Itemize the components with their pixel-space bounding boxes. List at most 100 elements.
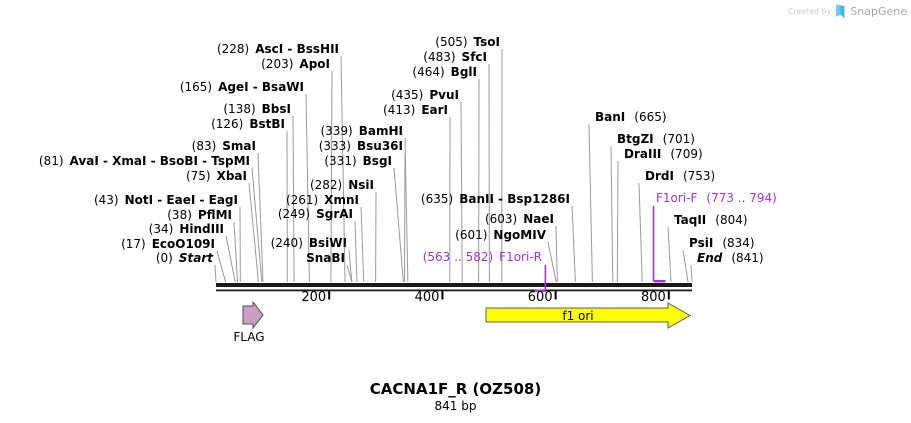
ruler-tick [441, 290, 444, 300]
site-name: Bsu36I [357, 139, 403, 153]
restriction-site-label[interactable]: (413) EarI [383, 103, 448, 117]
site-connector-line [638, 182, 643, 283]
f1-ori-feature-label[interactable]: f1 ori [562, 309, 594, 323]
site-connector-line [588, 123, 593, 283]
site-position: (249) [277, 207, 311, 221]
site-connector-line [348, 249, 353, 283]
construct-length: 841 bp [434, 399, 477, 413]
restriction-site-label[interactable]: (75)XbaI [186, 169, 247, 183]
site-position: (635) [420, 192, 454, 206]
f1-ori-feature-arrow[interactable] [485, 302, 692, 329]
site-position: (483) [423, 50, 456, 64]
restriction-site-label[interactable]: (282)NsiI [310, 178, 374, 192]
restriction-site-label[interactable]: (603)NaeI [485, 212, 554, 226]
site-connector-line [667, 226, 672, 283]
restriction-site-label[interactable]: (331) BsgI [324, 154, 392, 168]
restriction-site-label[interactable]: (435) PvuI [391, 88, 459, 102]
site-position: (709) [670, 147, 703, 161]
flag-feature-label[interactable]: FLAG [233, 330, 265, 344]
site-position: (331) [324, 154, 357, 168]
restriction-site-label[interactable]: (0) Start [156, 251, 213, 265]
site-position: (126) [211, 117, 244, 131]
site-position: (0) [155, 251, 173, 265]
restriction-site-label[interactable]: (126)BstBI [211, 117, 285, 131]
snapgene-logo-icon [836, 4, 845, 19]
restriction-site-label[interactable]: BtgZI(701) [617, 132, 695, 146]
restriction-site-label[interactable]: (203)ApoI [261, 57, 330, 71]
site-connector-line [251, 167, 263, 283]
site-position: (841) [731, 251, 764, 265]
site-name: SmaI [222, 139, 256, 153]
primer-label[interactable]: F1ori-F(773 .. 794) [656, 191, 777, 205]
site-connector-line [233, 221, 239, 283]
site-connector-line [360, 206, 365, 283]
site-name: XmnI [324, 193, 359, 207]
restriction-site-label[interactable]: (165)AgeI - BsaWI [180, 80, 304, 94]
site-connector-line [216, 250, 227, 283]
site-position: (505) [435, 35, 468, 49]
restriction-site-label[interactable]: (261) XmnI [286, 193, 359, 207]
restriction-site-label[interactable]: (83) SmaI [192, 139, 256, 153]
site-name: SgrAI [316, 207, 353, 221]
site-connector-line [225, 235, 236, 283]
restriction-site-label[interactable]: (635)BanII - Bsp1286I [421, 192, 570, 206]
site-position: (701) [662, 132, 695, 146]
site-connector-line [257, 152, 264, 283]
site-name: Start [178, 251, 213, 265]
restriction-site-label[interactable]: (240)BsiWI [271, 236, 347, 250]
site-name: NgoMIV [493, 228, 546, 242]
ruler-tick-number: 200 [301, 290, 327, 305]
site-position: (413) [383, 103, 416, 117]
site-name: PvuI [429, 88, 459, 102]
restriction-site-label[interactable]: (249) SgrAI [278, 207, 353, 221]
site-name: NsiI [348, 178, 374, 192]
restriction-site-label[interactable]: (43)NotI - EaeI - EagI [94, 193, 238, 207]
flag-feature-arrow[interactable] [242, 300, 264, 330]
restriction-site-label[interactable]: (464)BglI [412, 65, 477, 79]
restriction-site-label[interactable]: (138)BbsI [223, 102, 291, 116]
restriction-site-label[interactable]: (505)TsoI [435, 35, 500, 49]
restriction-site-label[interactable]: (483)SfcI [423, 50, 487, 64]
site-name: XbaI [216, 169, 247, 183]
site-name: AvaI - XmaI - BsoBI - TspMI [69, 154, 250, 168]
ruler-tick-number: 600 [527, 290, 553, 305]
site-connector-line [305, 93, 310, 283]
restriction-site-label[interactable]: SnaBI [300, 251, 345, 265]
site-position: (804) [715, 213, 748, 227]
site-position: (261) [285, 193, 319, 207]
site-position: (38) [167, 208, 192, 222]
restriction-site-label[interactable]: (339)BamHI [320, 124, 403, 138]
site-position: (435) [391, 88, 424, 102]
restriction-site-label[interactable]: TaqII(804) [674, 213, 748, 227]
restriction-site-label[interactable]: (17)EcoO109I [121, 237, 215, 251]
site-name: BbsI [261, 102, 291, 116]
ruler-tick [667, 290, 670, 300]
restriction-site-label[interactable]: (601)NgoMIV [455, 228, 546, 242]
primer-annotation-mark[interactable] [653, 280, 666, 283]
restriction-site-label[interactable]: DrdI(753) [645, 169, 715, 183]
restriction-site-label[interactable]: End(841) [697, 251, 764, 265]
site-connector-line [547, 241, 557, 283]
site-name: EarI [421, 103, 448, 117]
site-connector-line [404, 137, 409, 283]
site-connector-line [610, 145, 614, 283]
site-name: AgeI - BsaWI [218, 80, 304, 94]
site-connector-line [248, 182, 259, 283]
primer-label[interactable]: (563 .. 582)F1ori-R [423, 250, 542, 264]
restriction-site-label[interactable]: (81)AvaI - XmaI - BsoBI - TspMI [39, 154, 250, 168]
restriction-site-label[interactable]: (228)AscI - BssHII [217, 42, 339, 56]
restriction-site-label[interactable]: (38)PflMI [167, 208, 232, 222]
restriction-site-label[interactable]: DraIII(709) [624, 147, 703, 161]
sequence-line-lower [216, 289, 692, 292]
construct-title: CACNA1F_R (OZ508) [369, 380, 542, 398]
restriction-site-label[interactable]: (333)Bsu36I [319, 139, 403, 153]
restriction-site-label[interactable]: PsiI(834) [689, 236, 755, 250]
site-position: (773 .. 794) [706, 191, 777, 205]
site-position: (83) [191, 139, 217, 153]
site-name: BamHI [358, 124, 403, 138]
site-name: ApoI [299, 57, 330, 71]
restriction-site-label[interactable]: BanI(665) [595, 110, 667, 124]
restriction-site-label[interactable]: (34)HindIII [149, 222, 224, 236]
primer-annotation-mark[interactable] [534, 289, 546, 292]
site-name: BsgI [362, 154, 392, 168]
